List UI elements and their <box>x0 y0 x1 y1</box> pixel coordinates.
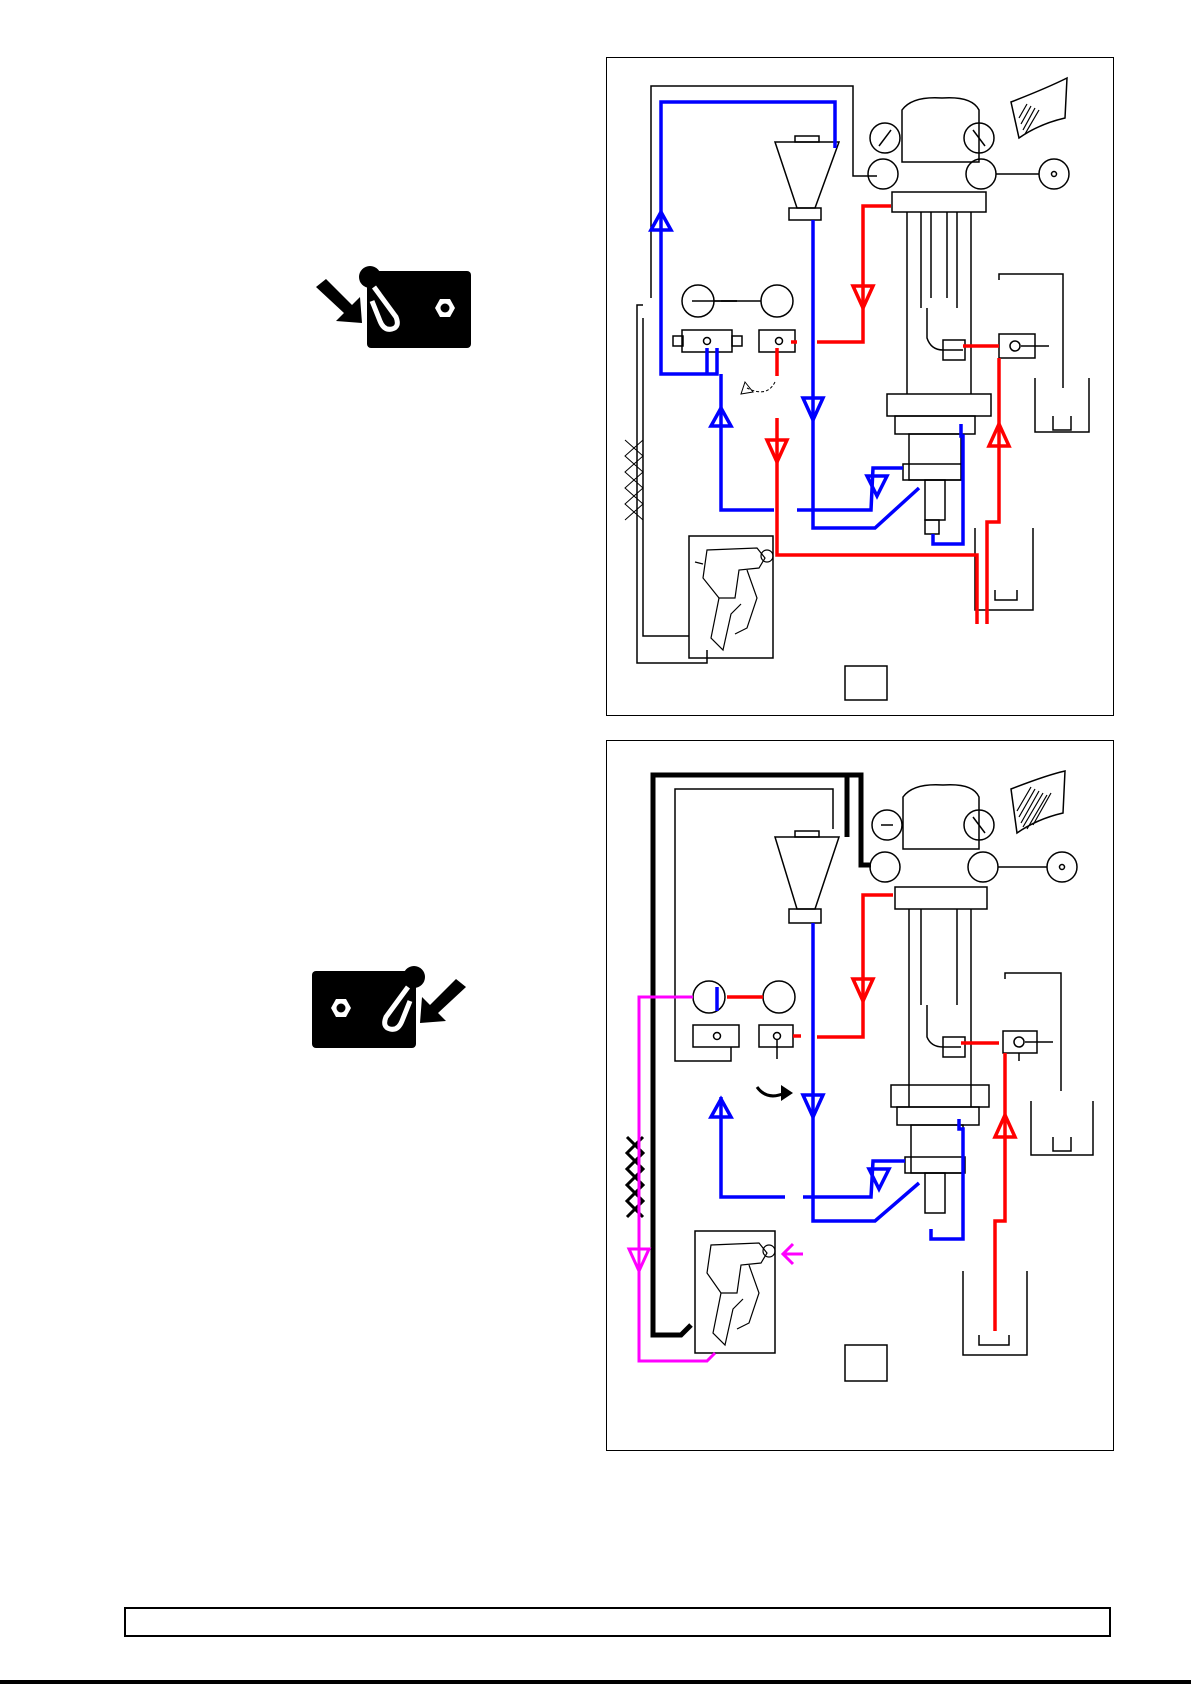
remove-part-icon <box>312 265 472 349</box>
install-part-icon <box>310 965 470 1049</box>
system-schematic-bottom <box>607 741 1115 1452</box>
diagram-panel-bottom <box>606 740 1114 1451</box>
bottom-rule <box>0 1680 1191 1684</box>
footer-bar <box>124 1607 1111 1637</box>
system-schematic-top <box>607 58 1115 717</box>
diagram-panel-top <box>606 57 1114 716</box>
